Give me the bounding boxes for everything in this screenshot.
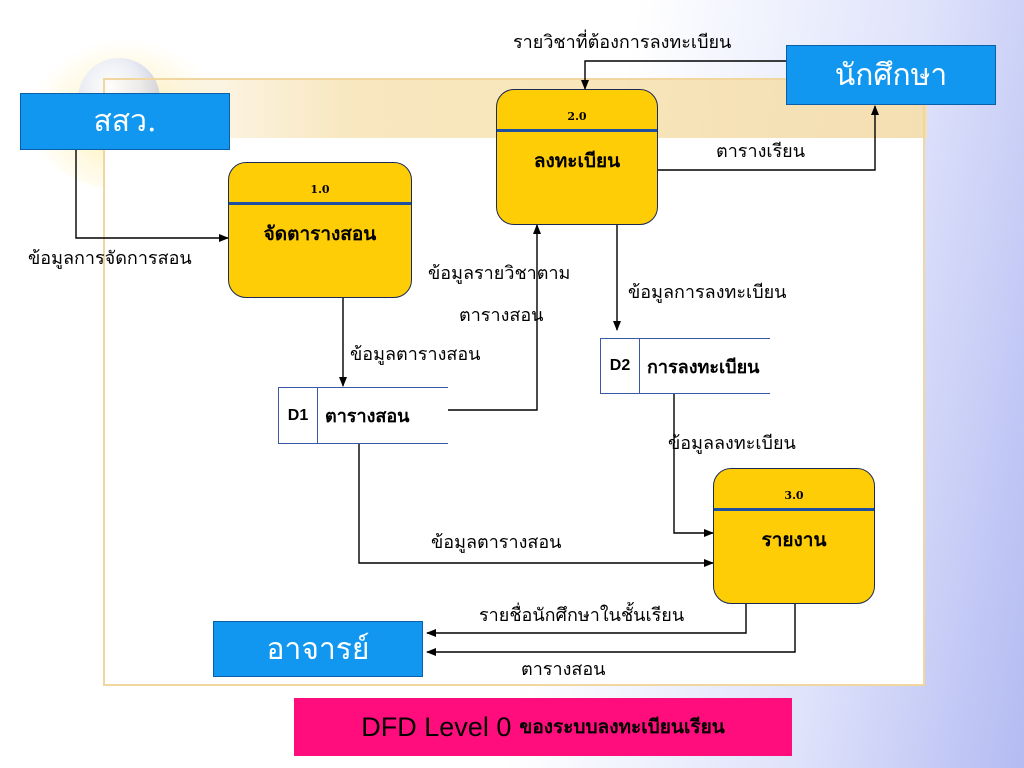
entity-student-label: นักศึกษา bbox=[834, 57, 948, 93]
datastore-d2: D2 การลงทะเบียน bbox=[600, 338, 770, 394]
flow-label-teaching-schedule-3: ตารางสอน bbox=[521, 659, 606, 680]
flow-label-enrollment-data: ข้อมูลลงทะเบียน bbox=[668, 433, 796, 454]
flow-label-registration-data: ข้อมูลการลงทะเบียน bbox=[628, 282, 787, 303]
datastore-id: D1 bbox=[278, 388, 318, 443]
entity-sorsor-label: สสว. bbox=[93, 104, 157, 139]
diagram-title-main: DFD Level 0 bbox=[361, 711, 512, 742]
flow-student-list bbox=[426, 604, 747, 637]
datastore-d1: D1 ตารางสอน bbox=[278, 387, 448, 444]
process-name: รายงาน bbox=[761, 529, 827, 551]
flow-label-subject-by-schedule-2: ตารางสอน bbox=[459, 305, 544, 326]
process-register: 2.0 ลงทะเบียน bbox=[496, 89, 658, 225]
flow-class-schedule bbox=[658, 105, 879, 171]
diagram-title: DFD Level 0 ของระบบลงทะเบียนเรียน bbox=[294, 698, 792, 756]
flow-label-student-list: รายชื่อนักศึกษาในชั้นเรียน bbox=[479, 605, 685, 626]
process-name: ลงทะเบียน bbox=[533, 150, 621, 172]
flow-label-class-schedule: ตารางเรียน bbox=[716, 141, 806, 162]
flow-label-teaching-schedule-2: ข้อมูลตารางสอน bbox=[431, 532, 562, 553]
flow-label-subject-by-schedule-1: ข้อมูลรายวิชาตาม bbox=[428, 263, 571, 284]
process-report: 3.0 รายงาน bbox=[713, 468, 875, 604]
datastore-name: ตารางสอน bbox=[325, 406, 410, 427]
datastore-name: การลงทะเบียน bbox=[647, 356, 760, 378]
flow-schedule-mgmt bbox=[75, 150, 229, 242]
process-id: 3.0 bbox=[714, 469, 874, 511]
flow-label-teaching-schedule-1: ข้อมูลตารางสอน bbox=[350, 344, 481, 365]
process-name: จัดตารางสอน bbox=[263, 223, 377, 245]
flow-subjects-to-register bbox=[581, 60, 786, 90]
flow-teaching-schedule-to-report bbox=[358, 444, 714, 567]
datastore-id: D2 bbox=[600, 339, 640, 393]
entity-teacher: อาจารย์ bbox=[213, 621, 423, 677]
flow-enrollment-data bbox=[673, 394, 714, 537]
flow-subject-by-schedule bbox=[448, 224, 541, 411]
process-schedule-teaching: 1.0 จัดตารางสอน bbox=[228, 162, 412, 298]
diagram-title-sub: ของระบบลงทะเบียนเรียน bbox=[519, 716, 725, 738]
process-id: 2.0 bbox=[497, 90, 657, 132]
entity-teacher-label: อาจารย์ bbox=[266, 631, 370, 667]
flow-teaching-schedule-to-teacher bbox=[426, 604, 796, 656]
flow-label-schedule-mgmt: ข้อมูลการจัดการสอน bbox=[28, 248, 192, 269]
process-id: 1.0 bbox=[229, 163, 411, 205]
flow-label-subjects-to-register: รายวิชาที่ต้องการลงทะเบียน bbox=[513, 32, 732, 53]
entity-sorsor: สสว. bbox=[20, 93, 230, 150]
diagram-frame bbox=[103, 78, 925, 686]
entity-student: นักศึกษา bbox=[786, 45, 996, 105]
